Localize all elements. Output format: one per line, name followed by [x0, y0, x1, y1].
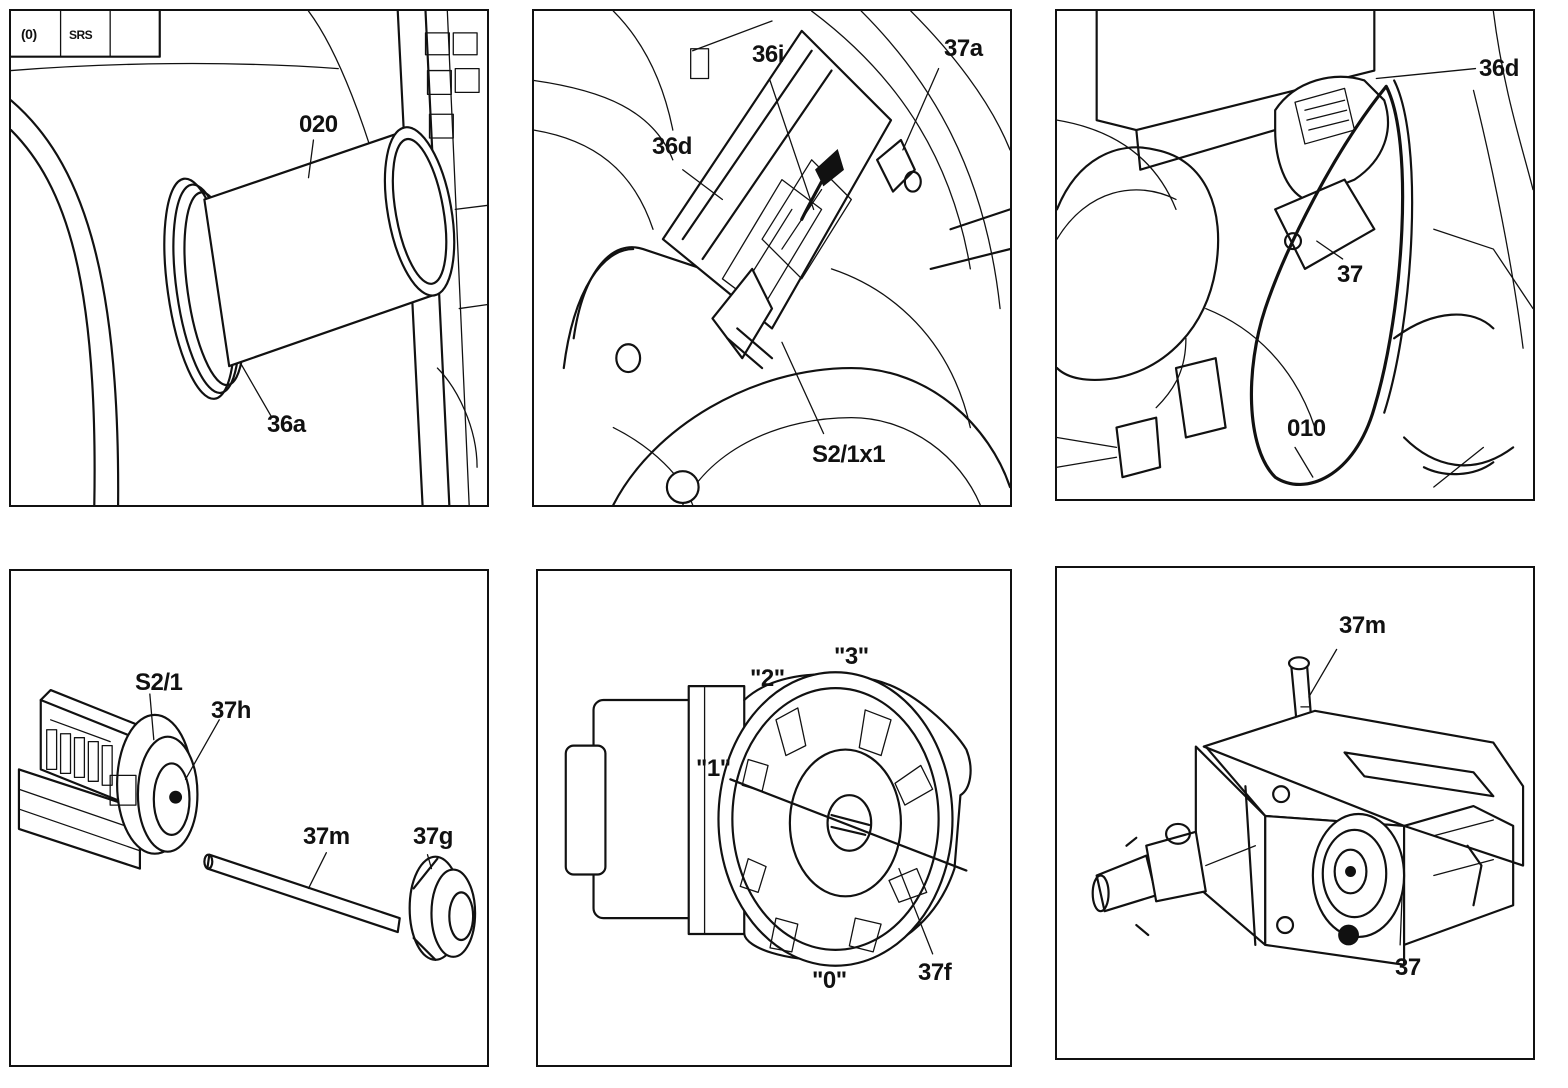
panel-3-wire-tool: 36d 37 010: [1055, 9, 1535, 501]
label-36d: 36d: [1479, 55, 1519, 82]
label-s2-1: S2/1: [135, 669, 183, 696]
panel-3-drawing: [1057, 11, 1533, 488]
label-pos-2: "2": [750, 665, 785, 692]
label-37g: 37g: [413, 823, 453, 850]
label-36a: 36a: [267, 411, 306, 438]
panel-4-exploded-switch: S2/1 37h 37m 37g: [9, 569, 489, 1067]
label-pos-3: "3": [834, 643, 869, 670]
label-pos-1: "1": [696, 755, 731, 782]
label-s2-1x1: S2/1x1: [812, 441, 886, 468]
label-37h: 37h: [211, 697, 251, 724]
label-36i: 36i: [752, 41, 784, 68]
label-37m: 37m: [1339, 612, 1386, 639]
panel-1-sleeve-removal: (0) SRS 020 36a: [9, 9, 489, 507]
panel-1-drawing: [11, 11, 487, 505]
panel-6-drawing: [1091, 648, 1525, 966]
label-37f: 37f: [918, 959, 952, 986]
label-pos-0: "0": [812, 967, 847, 994]
label-010: 010: [1287, 415, 1326, 442]
panel-6-assembly: 37m 37: [1055, 566, 1535, 1060]
badge-srs: SRS: [69, 28, 93, 42]
panel-5-drawing: [564, 671, 972, 967]
label-020: 020: [299, 111, 338, 138]
label-37m: 37m: [303, 823, 350, 850]
label-36d: 36d: [652, 133, 692, 160]
label-37: 37: [1337, 261, 1363, 288]
panel-4-drawing: [17, 688, 477, 961]
badge-zero: (0): [21, 26, 37, 42]
panel-2-connector-removal: 36i 37a 36d S2/1x1: [532, 9, 1012, 507]
label-37: 37: [1395, 954, 1421, 981]
label-37a: 37a: [944, 35, 983, 62]
panel-5-key-positions: "3" "2" "1" "0" 37f: [536, 569, 1012, 1067]
panel-2-drawing: [534, 11, 1010, 505]
